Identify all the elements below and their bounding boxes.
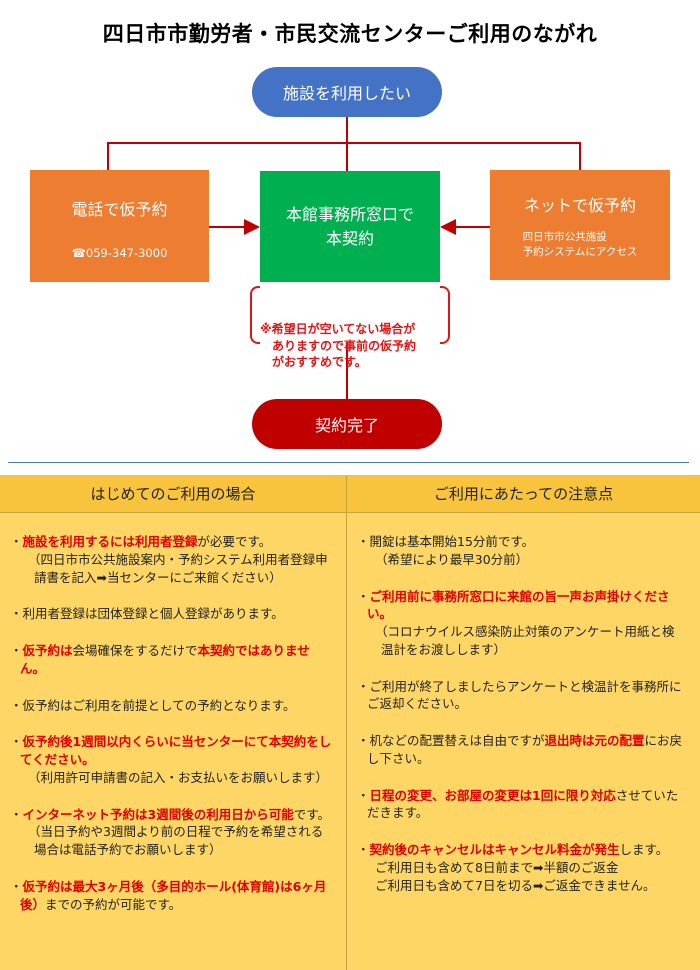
item-subtext: ご利用日も含めて7日を切る➡ご返金できません。 — [375, 877, 656, 893]
emphasis-text: 退出時は元の配置 — [544, 733, 645, 748]
emphasis-text: 仮予約後1週間以内くらいに当センターにて本契約をしてください。 — [20, 734, 332, 767]
item-text: 会場確保をするだけで — [72, 643, 198, 658]
flow-start-node: 施設を利用したい — [252, 67, 442, 117]
net-reservation-sub: 四日市市公共施設 予約システムにアクセス — [522, 230, 638, 258]
connector-right-branch — [347, 142, 581, 170]
connector-left-branch — [107, 142, 347, 170]
item-subtext: （利用許可申請書の記入・お支払いをお願いします） — [28, 769, 329, 785]
item-text: します。 — [619, 842, 669, 857]
list-item: ・仮予約は会場確保をするだけで本契約ではありません。 — [10, 643, 310, 676]
note-bracket-left — [250, 286, 260, 344]
flow-end-label: 契約完了 — [314, 416, 379, 435]
net-reservation-title: ネットで仮予約 — [523, 195, 636, 215]
first-use-panel: はじめてのご利用の場合 ・施設を利用するには利用者登録が必要です。（四日市市公共… — [0, 475, 347, 970]
advance-reservation-note: ※希望日が空いてない場合が ありますので事前の仮予約 がおすすめです。 — [250, 286, 450, 369]
list-item: ・仮予約は最大3ヶ月後（多目的ホール(体育館)は6ヶ月後）までの予約が可能です。 — [10, 878, 327, 912]
item-text: 机などの配置替えは自由ですが — [369, 733, 545, 748]
emphasis-text: 仮予約は — [22, 643, 73, 658]
emphasis-text: 施設を利用するには利用者登録 — [22, 534, 198, 549]
list-item: ・契約後のキャンセルはキャンセル料金が発生します。ご利用日も含めて8日前まで➡半… — [357, 841, 686, 894]
item-text: 開錠は基本開始15分前です。 — [369, 534, 535, 549]
emphasis-text: 契約後のキャンセルはキャンセル料金が発生 — [369, 842, 620, 857]
list-item: ・ご利用前に事務所窓口に来館の旨一声お声掛けください。（コロナウイルス感染防止対… — [357, 588, 686, 659]
first-use-header: はじめてのご利用の場合 — [0, 475, 346, 513]
emphasis-text: 本契約ではありません。 — [20, 643, 310, 676]
list-item: ・仮予約はご利用を前提としての予約となります。 — [10, 697, 296, 713]
phone-reservation-box: 電話で仮予約 ☎059-347-3000 — [30, 170, 209, 282]
list-item: ・インターネット予約は3週間後の利用日から可能です。（当日予約や3週間より前の日… — [10, 806, 332, 859]
list-item: ・仮予約後1週間以内くらいに当センターにて本契約をしてください。（利用許可申請書… — [10, 734, 332, 785]
note-text: ※希望日が空いてない場合が ありますので事前の仮予約 がおすすめです。 — [260, 322, 417, 369]
item-subtext: （コロナウイルス感染防止対策のアンケート用紙と検温計をお渡しします） — [375, 624, 675, 657]
emphasis-text: インターネット予約は3週間後の利用日から可能 — [22, 806, 294, 822]
section-divider — [8, 462, 689, 463]
item-text: までの予約が可能です。 — [45, 896, 182, 912]
item-subtext: （当日予約や3週間より前の日程で予約を希望される場合は電話予約でお願いします） — [28, 824, 324, 857]
office-contract-box: 本館事務所窓口で 本契約 — [260, 171, 440, 282]
usage-notes-list: ・開錠は基本開始15分前です。（希望により最早30分前） ・ご利用前に事務所窓口… — [347, 513, 700, 894]
item-text: です。 — [293, 806, 330, 822]
emphasis-text: 日程の変更、お部屋の変更は1回に限り対応 — [369, 787, 616, 803]
flow-end-node: 契約完了 — [252, 399, 442, 449]
item-subtext: （希望により最早30分前） — [375, 551, 529, 567]
phone-number: ☎059-347-3000 — [71, 246, 168, 260]
list-item: ・開錠は基本開始15分前です。（希望により最早30分前） — [357, 533, 686, 569]
emphasis-text: ご利用前に事務所窓口に来館の旨一声お声掛けください。 — [367, 588, 670, 622]
net-reservation-box: ネットで仮予約 四日市市公共施設 予約システムにアクセス — [490, 170, 670, 280]
item-text: が必要です。 — [197, 534, 272, 549]
list-item: ・日程の変更、お部屋の変更は1回に限り対応させていただきます。 — [357, 787, 679, 821]
list-item: ・利用者登録は団体登録と個人登録があります。 — [10, 606, 284, 622]
list-item: ・施設を利用するには利用者登録が必要です。（四日市市公共施設案内・予約システム利… — [10, 533, 332, 586]
usage-notes-header: ご利用にあたっての注意点 — [347, 475, 700, 513]
first-use-list: ・施設を利用するには利用者登録が必要です。（四日市市公共施設案内・予約システム利… — [0, 513, 346, 913]
list-item: ・ご利用が終了しましたらアンケートと検温計を事務所にご返却ください。 — [357, 678, 682, 712]
item-subtext: （四日市市公共施設案内・予約システム利用者登録申請書を記入➡当センターにご来館く… — [28, 551, 328, 585]
item-subtext: ご利用日も含めて8日前まで➡半額のご返金 — [375, 859, 619, 875]
page-title: 四日市市勤労者・市民交流センターご利用のながれ — [102, 22, 598, 46]
flow-connectors — [107, 117, 581, 399]
flow-start-label: 施設を利用したい — [282, 84, 411, 103]
item-text: にお戻し下さい。 — [367, 733, 683, 766]
item-text: 仮予約はご利用を前提としての予約となります。 — [22, 697, 296, 713]
item-text: 利用者登録は団体登録と個人登録があります。 — [22, 606, 284, 622]
office-contract-label: 本館事務所窓口で 本契約 — [285, 205, 414, 248]
note-bracket-right — [440, 286, 450, 344]
emphasis-text: 仮予約は最大3ヶ月後（多目的ホール(体育館)は6ヶ月後） — [20, 878, 327, 912]
phone-reservation-title: 電話で仮予約 — [71, 200, 168, 219]
item-text: ご利用が終了しましたらアンケートと検温計を事務所にご返却ください。 — [367, 678, 682, 712]
usage-notes-panel: ご利用にあたっての注意点 ・開錠は基本開始15分前です。（希望により最早30分前… — [347, 475, 700, 970]
item-text: させていただきます。 — [367, 787, 679, 821]
list-item: ・机などの配置替えは自由ですが退出時は元の配置にお戻し下さい。 — [357, 733, 683, 766]
